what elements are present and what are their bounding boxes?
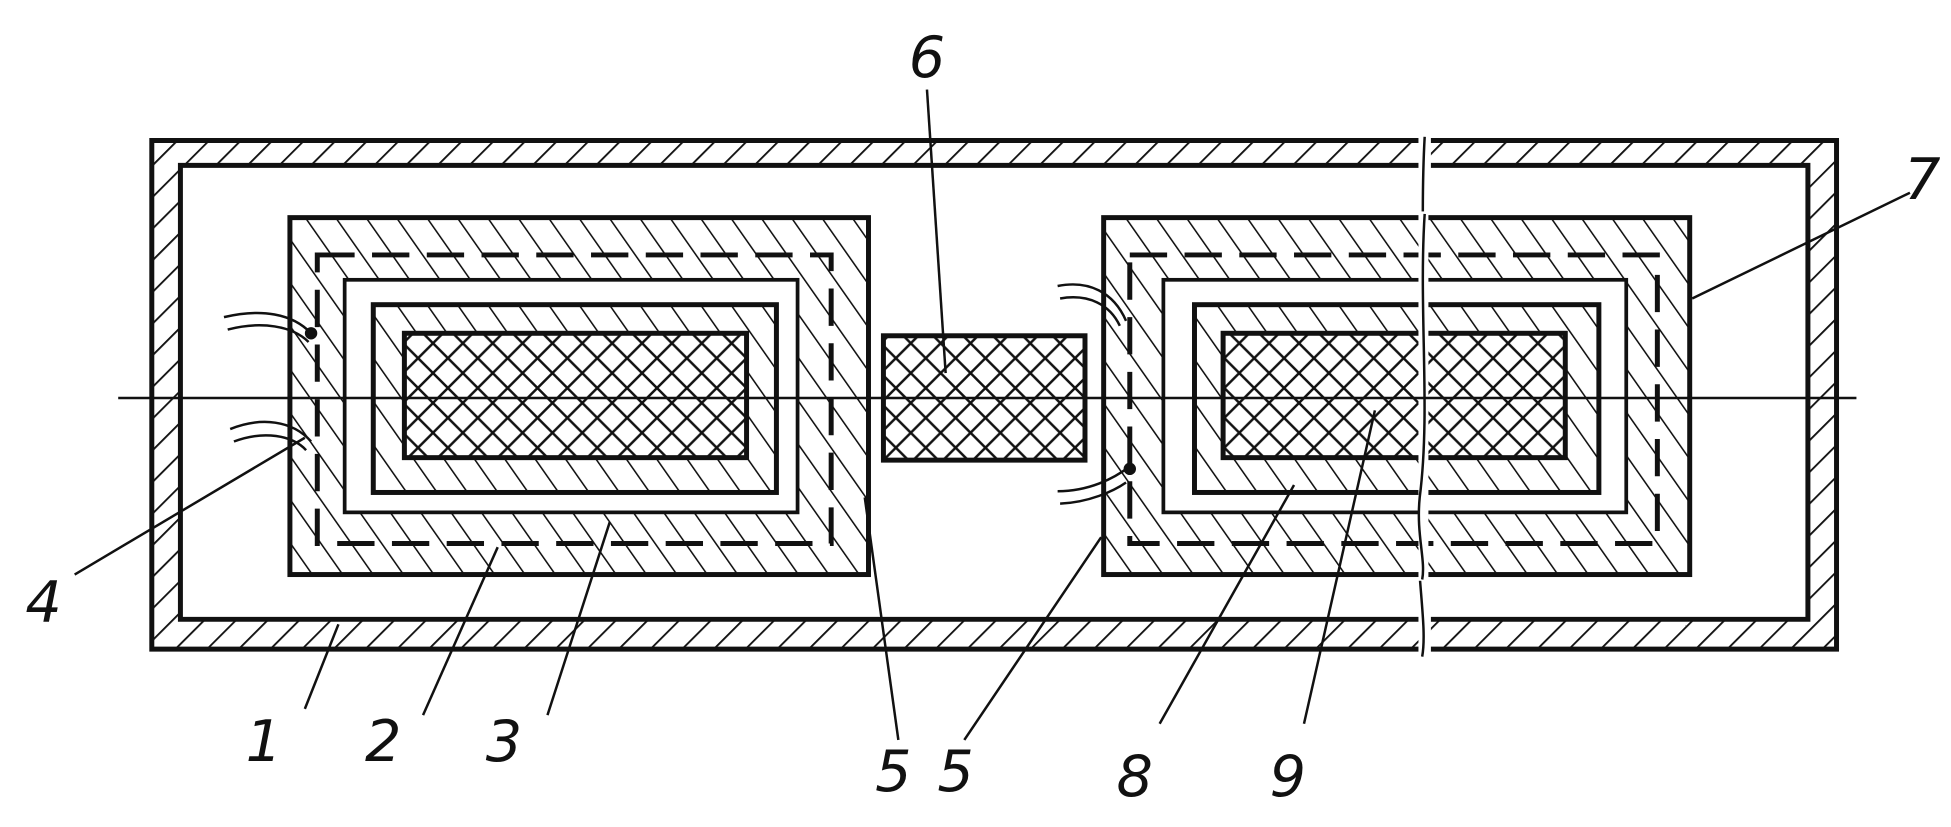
core-left [404,333,746,457]
label-4: 4 [25,570,61,636]
label-9: 9 [1270,744,1306,810]
label-1: 1 [246,709,282,775]
core-right [1223,333,1565,457]
label-6: 6 [909,25,945,91]
label-2: 2 [365,709,401,775]
label-5-left: 5 [875,739,911,805]
label-3: 3 [486,709,522,775]
right-assembly [1104,211,1690,580]
label-7: 7 [1904,147,1940,213]
left-assembly [290,218,869,575]
label-5-right: 5 [937,739,973,805]
label-8: 8 [1117,744,1153,810]
